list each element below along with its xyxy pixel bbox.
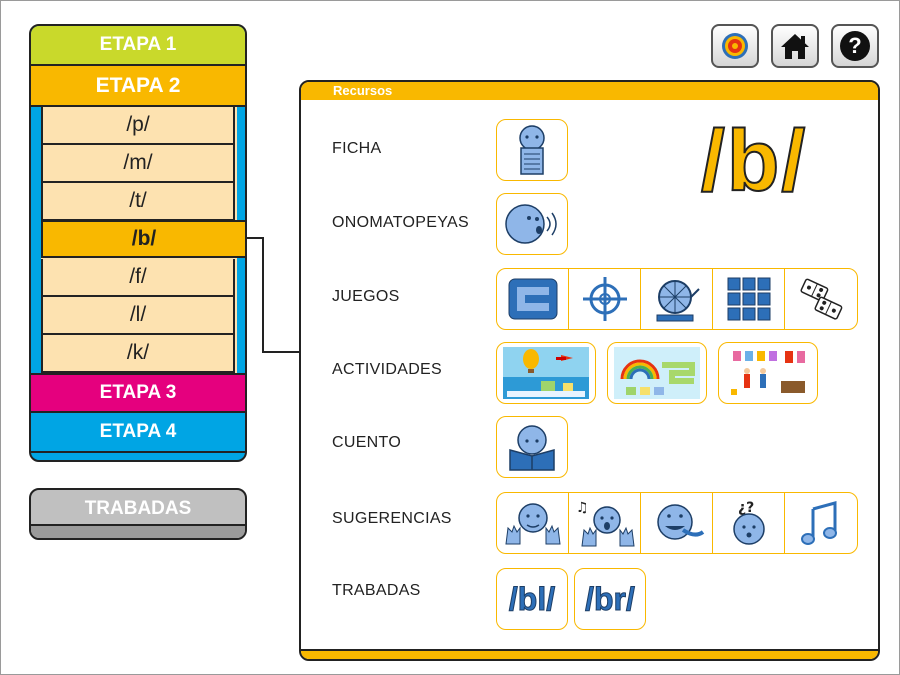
worksheet-kid-icon xyxy=(519,125,545,175)
stage-2-button[interactable]: ETAPA 2 xyxy=(31,66,245,107)
phoneme-item-m[interactable]: /m/ xyxy=(41,145,235,183)
crosshair-icon xyxy=(582,277,627,321)
game-board-tile[interactable] xyxy=(497,269,569,329)
kid-tongue-icon xyxy=(656,504,704,540)
domino-icon xyxy=(800,278,843,320)
trabadas-button[interactable]: TRABADAS xyxy=(29,488,247,540)
suggestion-hands-tile[interactable] xyxy=(497,493,569,553)
trabada-br-label: /br/ xyxy=(585,580,636,617)
onomatopeyas-tile[interactable] xyxy=(496,193,568,255)
row-label-juegos: JUEGOS xyxy=(332,288,400,305)
board-game-icon xyxy=(508,278,557,320)
trabada-bl-tile[interactable]: /bl/ xyxy=(496,568,568,630)
activity-rainbow-tile[interactable] xyxy=(607,342,707,404)
resources-panel: Recursos /b/ FICHA ONOMATOPEYAS JUEGOS xyxy=(299,80,880,661)
suggestion-music-tile[interactable] xyxy=(785,493,857,553)
stage-4-button[interactable]: ETAPA 4 xyxy=(31,413,245,453)
svg-text:¿?: ¿? xyxy=(738,500,754,516)
dressup-scene-icon xyxy=(725,347,811,399)
trabada-br-tile[interactable]: /br/ xyxy=(574,568,646,630)
kid-hands-icon xyxy=(504,503,561,545)
row-label-onomatopeyas: ONOMATOPEYAS xyxy=(332,214,469,231)
music-note-icon xyxy=(801,501,837,545)
activity-dressup-tile[interactable] xyxy=(718,342,818,404)
cuento-tile[interactable] xyxy=(496,416,568,478)
row-label-trabadas: TRABADAS xyxy=(332,582,421,599)
domino-game-tile[interactable] xyxy=(785,269,857,329)
help-icon: ? xyxy=(840,31,870,61)
svg-text:♫: ♫ xyxy=(576,500,589,516)
phoneme-item-f[interactable]: /f/ xyxy=(41,259,235,297)
trabadas-button-label: TRABADAS xyxy=(84,498,192,519)
stage-1-button[interactable]: ETAPA 1 xyxy=(31,26,245,66)
home-icon xyxy=(781,34,809,59)
row-label-ficha: FICHA xyxy=(332,140,382,157)
target-icon xyxy=(722,33,748,59)
phoneme-item-b-selected[interactable]: /b/ xyxy=(41,220,245,258)
kid-singing-icon: ♫ xyxy=(576,500,635,547)
help-button[interactable]: ? xyxy=(831,24,879,68)
bingo-cage-icon xyxy=(656,280,700,322)
sugerencias-group: ♫ ¿? xyxy=(496,492,858,554)
suggestion-tongue-tile[interactable] xyxy=(641,493,713,553)
kid-question-icon: ¿? xyxy=(732,500,765,545)
memory-grid-tile[interactable] xyxy=(713,269,785,329)
phoneme-item-p[interactable]: /p/ xyxy=(41,107,235,145)
panel-footer-bar xyxy=(301,649,878,659)
phoneme-item-t[interactable]: /t/ xyxy=(41,183,235,221)
rainbow-scene-icon xyxy=(614,347,700,399)
target-button[interactable] xyxy=(711,24,759,68)
stage-3-button[interactable]: ETAPA 3 xyxy=(31,373,245,413)
current-phoneme-display: /b/ xyxy=(700,112,808,210)
row-label-sugerencias: SUGERENCIAS xyxy=(332,510,452,527)
panel-title: Recursos xyxy=(301,82,878,100)
grid-icon xyxy=(727,277,770,321)
svg-text:?: ? xyxy=(848,33,861,58)
selection-connector-line xyxy=(247,237,301,353)
suggestion-question-tile[interactable]: ¿? xyxy=(713,493,785,553)
activity-balloon-tile[interactable] xyxy=(496,342,596,404)
row-label-actividades: ACTIVIDADES xyxy=(332,361,442,378)
bingo-game-tile[interactable] xyxy=(641,269,713,329)
phoneme-item-k[interactable]: /k/ xyxy=(41,335,235,373)
suggestion-singing-tile[interactable]: ♫ xyxy=(569,493,641,553)
trabada-bl-label: /bl/ xyxy=(508,580,556,617)
juegos-group xyxy=(496,268,858,330)
ficha-tile[interactable] xyxy=(496,119,568,181)
phoneme-list: /p/ /m/ /t/ /b/ /f/ /l/ /k/ xyxy=(41,107,245,373)
stage-menu: ETAPA 1 ETAPA 2 /p/ /m/ /t/ /b/ /f/ /l/ … xyxy=(29,24,247,462)
speaking-head-icon xyxy=(505,204,557,244)
phoneme-item-l[interactable]: /l/ xyxy=(41,297,235,335)
balloon-scene-icon xyxy=(503,347,589,399)
row-label-cuento: CUENTO xyxy=(332,434,402,451)
reading-kid-icon xyxy=(509,425,555,471)
home-button[interactable] xyxy=(771,24,819,68)
target-game-tile[interactable] xyxy=(569,269,641,329)
